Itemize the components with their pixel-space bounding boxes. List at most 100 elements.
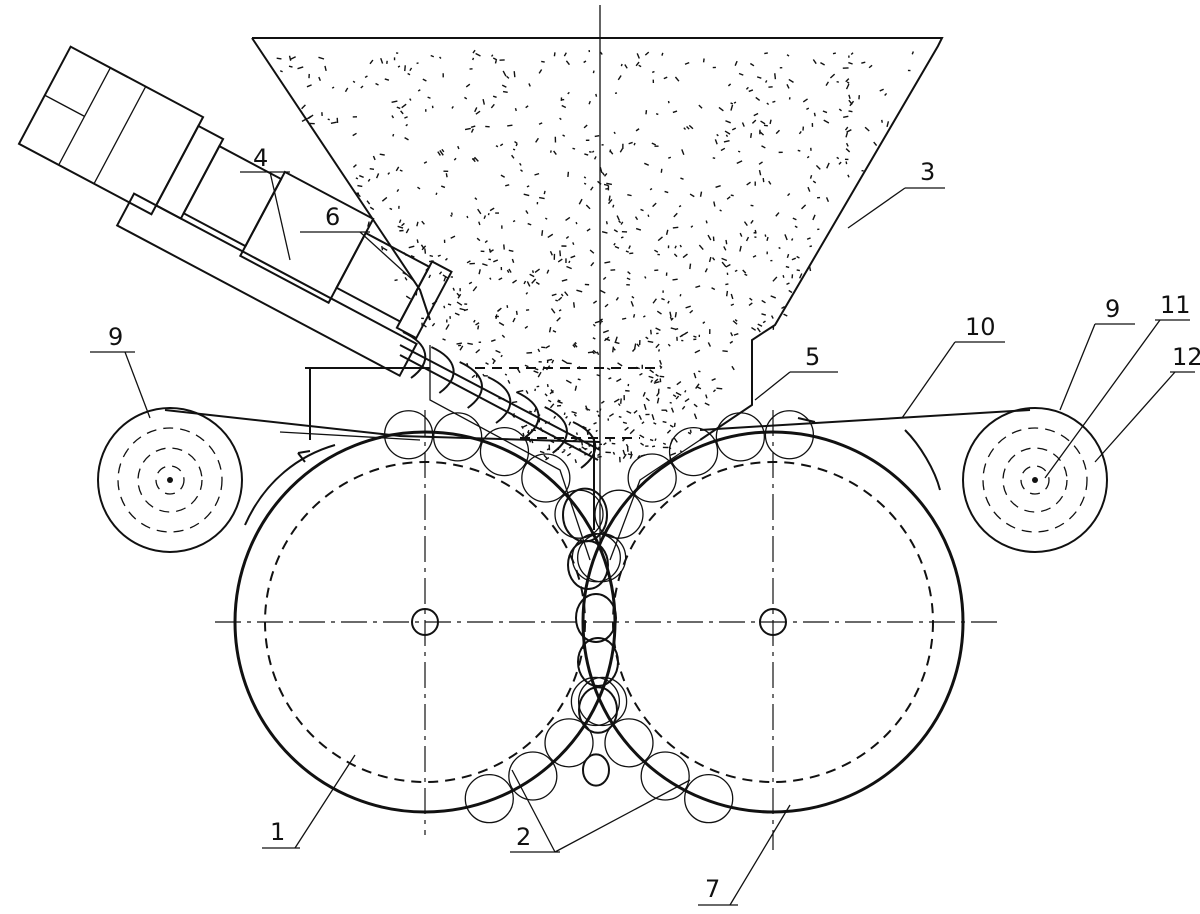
- granule: [613, 131, 616, 135]
- granule: [538, 418, 541, 423]
- granule: [379, 153, 385, 156]
- granule: [642, 315, 646, 318]
- granule: [609, 150, 614, 155]
- granule: [561, 359, 568, 364]
- granule: [749, 133, 753, 138]
- granule: [574, 459, 577, 464]
- granule: [659, 375, 665, 378]
- granule: [496, 308, 501, 312]
- granule: [732, 320, 738, 325]
- granule: [592, 70, 595, 74]
- granule: [712, 257, 716, 261]
- granule: [529, 273, 535, 278]
- granule: [620, 236, 624, 239]
- granule: [566, 452, 572, 457]
- granule: [672, 110, 678, 114]
- granule: [535, 281, 540, 285]
- granule: [712, 389, 716, 393]
- granule: [585, 204, 591, 210]
- granule: [822, 110, 828, 114]
- granule: [417, 89, 421, 92]
- granule: [456, 342, 463, 345]
- roll-cavities: [383, 410, 815, 824]
- granule: [515, 310, 518, 315]
- granule: [573, 343, 578, 348]
- granule: [786, 84, 790, 89]
- granule: [565, 415, 568, 419]
- granule: [631, 295, 635, 299]
- granule: [669, 316, 673, 320]
- granule: [879, 88, 884, 92]
- granule: [695, 383, 700, 389]
- granule: [670, 327, 676, 330]
- granule: [688, 124, 694, 130]
- granule: [715, 184, 721, 188]
- granule: [604, 261, 611, 264]
- granule: [439, 56, 442, 59]
- granule: [607, 198, 613, 205]
- granule: [656, 310, 662, 315]
- granule: [602, 329, 609, 334]
- granule: [705, 220, 708, 224]
- granule: [573, 413, 577, 417]
- granule: [596, 351, 600, 356]
- granule: [675, 395, 680, 400]
- granule: [400, 110, 404, 115]
- granule: [487, 212, 490, 216]
- granule: [832, 52, 836, 55]
- granule: [531, 278, 537, 284]
- granule: [577, 378, 581, 381]
- granule: [622, 421, 628, 425]
- granule: [541, 60, 545, 63]
- granule: [539, 450, 545, 454]
- granule: [472, 286, 478, 292]
- granule: [758, 161, 763, 165]
- granule: [624, 426, 629, 431]
- granule: [848, 61, 853, 65]
- granule: [778, 246, 781, 250]
- granule: [705, 394, 708, 399]
- granule: [689, 263, 692, 270]
- granule: [613, 229, 618, 233]
- granule: [752, 255, 757, 258]
- reel-right: [962, 407, 1108, 553]
- granule: [608, 377, 612, 380]
- granule: [549, 389, 554, 395]
- granule: [787, 193, 791, 197]
- granule: [450, 212, 453, 215]
- granule: [666, 429, 672, 434]
- granule: [511, 258, 515, 263]
- granule: [725, 134, 729, 138]
- granule: [565, 379, 572, 384]
- granule: [626, 277, 631, 281]
- granule: [404, 65, 406, 72]
- granule: [806, 155, 810, 159]
- granule: [511, 401, 518, 404]
- granule: [753, 112, 759, 117]
- granule: [382, 247, 388, 251]
- granule: [738, 72, 744, 76]
- granule: [770, 315, 774, 319]
- granule: [614, 245, 620, 249]
- granule: [301, 104, 306, 110]
- granule: [655, 113, 659, 116]
- granule: [599, 289, 606, 294]
- granule: [410, 254, 415, 258]
- granule: [651, 70, 655, 74]
- label-screw: 5: [805, 343, 820, 371]
- granule: [730, 303, 735, 307]
- label-roll-left: 1: [270, 818, 285, 846]
- granule: [352, 80, 356, 84]
- granule: [702, 58, 705, 63]
- granule: [730, 194, 734, 197]
- granule: [788, 289, 793, 294]
- granule: [648, 375, 654, 379]
- granule: [352, 164, 357, 168]
- label-reel-body: 12: [1172, 343, 1200, 371]
- granule: [404, 276, 408, 281]
- granule: [707, 234, 712, 241]
- granule: [590, 261, 595, 267]
- granule: [445, 173, 448, 178]
- granule: [864, 126, 870, 132]
